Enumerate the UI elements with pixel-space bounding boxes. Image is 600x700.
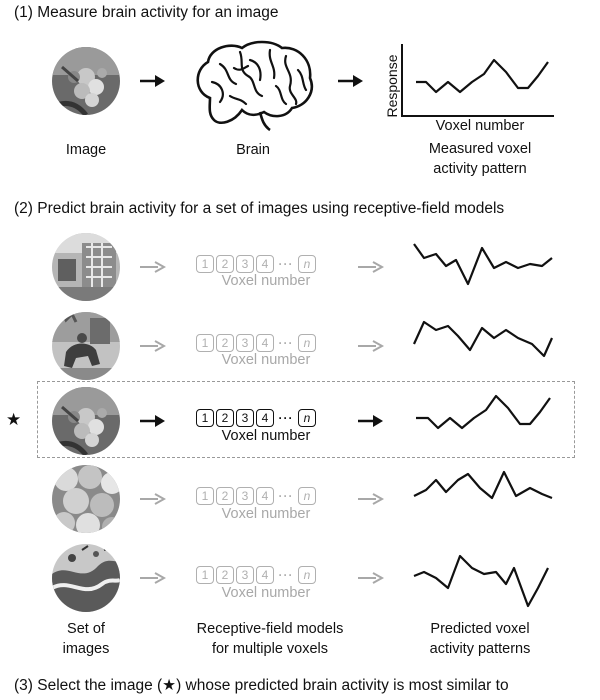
predicted-patterns-label-2: activity patterns [429, 641, 531, 657]
arrow-row2-a [140, 340, 166, 352]
voxel-box-1: 1 [196, 409, 214, 427]
voxel-dots: ··· [278, 489, 294, 503]
predicted-trace-row5 [413, 554, 549, 608]
voxel-box-1: 1 [196, 566, 214, 584]
set-image-2 [52, 312, 120, 380]
voxel-box-3: 3 [236, 255, 254, 273]
set-of-images-label-2: images [62, 641, 110, 657]
arrow-row1-b [358, 261, 384, 273]
set-image-5 [52, 544, 120, 612]
voxel-box-3: 3 [236, 409, 254, 427]
arrow-row2-b [358, 340, 384, 352]
set-image-4 [52, 465, 120, 533]
voxel-box-2: 2 [216, 487, 234, 505]
voxel-box-3: 3 [236, 487, 254, 505]
voxel-models-row5: 1 2 3 4 ··· n [196, 565, 316, 585]
predicted-trace-row3 [416, 394, 551, 430]
step2-heading: (2) Predict brain activity for a set of … [14, 200, 505, 217]
selected-row-highlight [37, 381, 575, 458]
arrow-brain-to-pattern [338, 75, 363, 87]
voxel-number-label-row5: Voxel number [221, 585, 311, 601]
voxel-box-1: 1 [196, 255, 214, 273]
step1-heading: (1) Measure brain activity for an image [14, 4, 279, 21]
measured-pattern-label-1: Measured voxel [428, 141, 532, 157]
voxel-box-1: 1 [196, 334, 214, 352]
arrow-row5-a [140, 572, 166, 584]
voxel-box-2: 2 [216, 566, 234, 584]
star-marker: ★ [6, 410, 22, 429]
voxel-box-4: 4 [256, 334, 274, 352]
voxel-box-2: 2 [216, 255, 234, 273]
measured-image [52, 47, 120, 115]
arrow-row4-b [358, 493, 384, 505]
step3-heading: (3) Select the image (★) whose predicted… [14, 677, 509, 694]
image-label: Image [65, 142, 107, 158]
arrow-row4-a [140, 493, 166, 505]
voxel-box-n: n [298, 334, 316, 352]
arrow-row3-a [140, 415, 165, 427]
voxel-dots: ··· [278, 568, 294, 582]
rf-models-label-1: Receptive-field models [196, 621, 344, 637]
voxel-box-n: n [298, 487, 316, 505]
measured-trace [416, 58, 549, 94]
predicted-trace-row2 [412, 320, 554, 358]
voxel-number-label-row2: Voxel number [221, 352, 311, 368]
brain-label: Brain [236, 142, 270, 158]
set-of-images-label-1: Set of [67, 621, 105, 637]
voxel-models-row2: 1 2 3 4 ··· n [196, 333, 316, 353]
voxel-dots: ··· [278, 411, 294, 425]
voxel-box-4: 4 [256, 487, 274, 505]
voxel-box-4: 4 [256, 409, 274, 427]
voxel-dots: ··· [278, 336, 294, 350]
response-axis-label: Response [384, 54, 400, 118]
voxel-box-n: n [298, 409, 316, 427]
arrow-row5-b [358, 572, 384, 584]
voxel-models-row4: 1 2 3 4 ··· n [196, 486, 316, 506]
voxel-models-row3: 1 2 3 4 ··· n [196, 408, 316, 428]
set-image-3 [52, 387, 120, 455]
set-image-1 [52, 233, 120, 301]
voxel-box-2: 2 [216, 334, 234, 352]
voxel-number-label-row1: Voxel number [221, 273, 311, 289]
arrow-row3-b [358, 415, 383, 427]
voxel-number-label-row3: Voxel number [221, 428, 311, 444]
voxel-box-4: 4 [256, 255, 274, 273]
measured-pattern-label-2: activity pattern [433, 161, 527, 177]
voxel-box-1: 1 [196, 487, 214, 505]
voxel-number-axis-label: Voxel number [435, 118, 525, 134]
predicted-trace-row1 [413, 243, 553, 286]
voxel-box-n: n [298, 566, 316, 584]
voxel-dots: ··· [278, 257, 294, 271]
arrow-image-to-brain [140, 75, 165, 87]
predicted-trace-row4 [413, 470, 553, 500]
predicted-patterns-label-1: Predicted voxel [430, 621, 530, 637]
brain-icon [196, 40, 313, 132]
voxel-box-3: 3 [236, 334, 254, 352]
arrow-row1-a [140, 261, 166, 273]
rf-models-label-2: for multiple voxels [211, 641, 329, 657]
voxel-box-2: 2 [216, 409, 234, 427]
measured-activity-chart [401, 44, 554, 117]
voxel-box-n: n [298, 255, 316, 273]
voxel-number-label-row4: Voxel number [221, 506, 311, 522]
voxel-box-3: 3 [236, 566, 254, 584]
voxel-models-row1: 1 2 3 4 ··· n [196, 254, 316, 274]
voxel-box-4: 4 [256, 566, 274, 584]
